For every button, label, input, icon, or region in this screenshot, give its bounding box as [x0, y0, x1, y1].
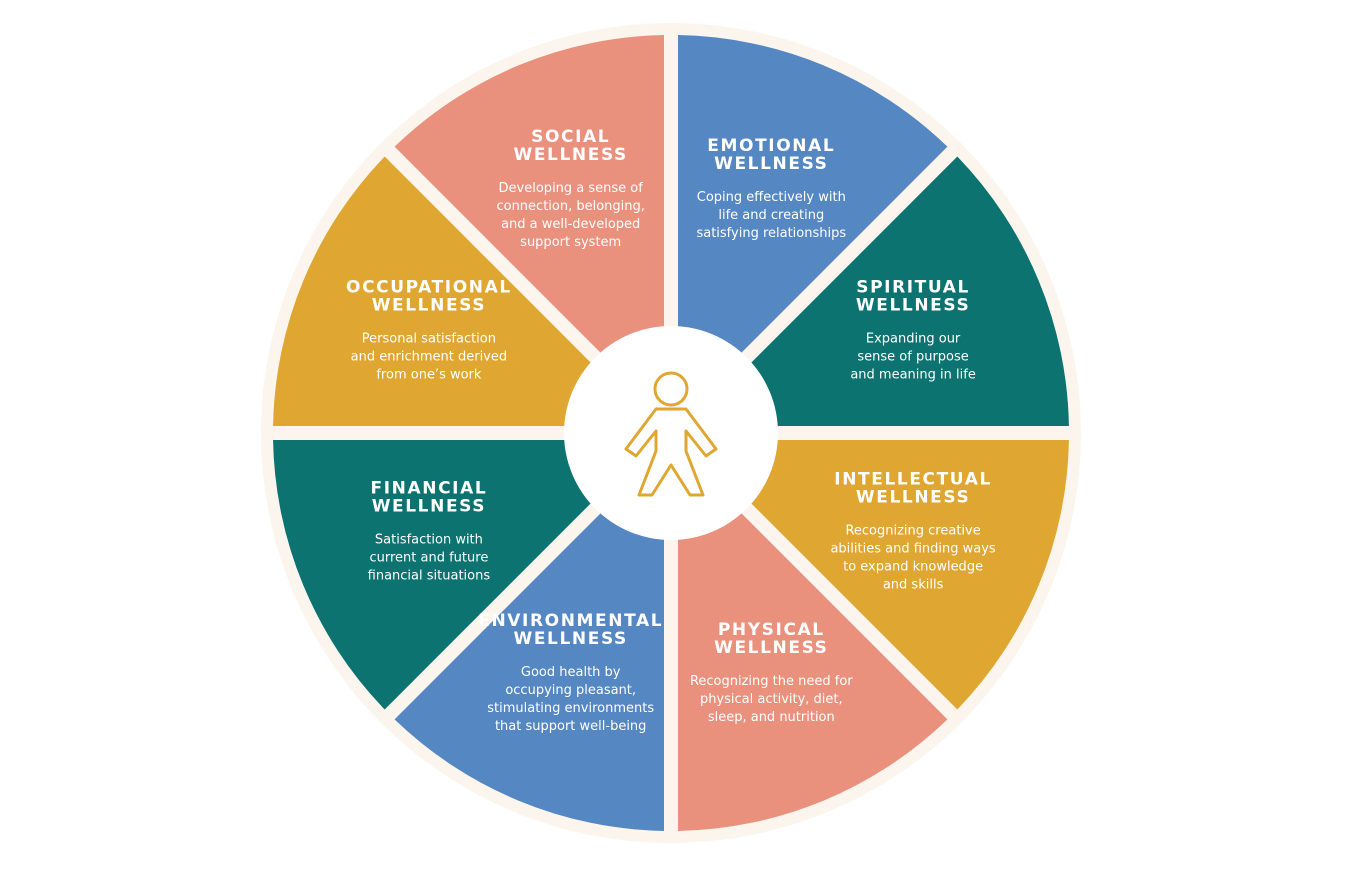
segment-environmental: [394, 449, 664, 831]
segment-intellectual: [687, 440, 1069, 710]
segment-description-environmental: that support well-being: [495, 719, 646, 734]
segment-description-financial: current and future: [369, 550, 488, 565]
segment-description-physical: Recognizing the need for: [690, 674, 853, 689]
segment-title-financial: WELLNESS: [372, 496, 486, 516]
segment-description-intellectual: to expand knowledge: [843, 559, 983, 574]
segment-description-intellectual: Recognizing creative: [845, 523, 980, 538]
segment-title-physical: WELLNESS: [714, 638, 828, 658]
person-icon: [624, 371, 718, 497]
segment-description-occupational: and enrichment derived: [351, 350, 507, 365]
segment-description-spiritual: Expanding our: [866, 332, 961, 347]
segment-description-physical: physical activity, diet,: [700, 692, 843, 707]
segment-description-social: Developing a sense of: [499, 181, 644, 196]
segment-description-social: support system: [520, 235, 621, 250]
segment-title-occupational: WELLNESS: [372, 296, 486, 316]
segment-title-intellectual: WELLNESS: [856, 487, 970, 507]
segment-social: [394, 35, 664, 417]
segment-description-financial: financial situations: [368, 568, 491, 583]
segment-description-financial: Satisfaction with: [375, 532, 483, 547]
segment-description-emotional: Coping effectively with: [697, 190, 846, 205]
segment-title-occupational: OCCUPATIONAL: [346, 278, 512, 298]
segment-description-intellectual: abilities and finding ways: [830, 541, 995, 556]
segment-description-occupational: Personal satisfaction: [362, 332, 496, 347]
segment-description-intellectual: and skills: [883, 577, 944, 592]
segment-description-emotional: life and creating: [718, 208, 824, 223]
segment-title-spiritual: SPIRITUAL: [856, 278, 970, 298]
segment-title-environmental: WELLNESS: [513, 629, 627, 649]
segment-description-environmental: stimulating environments: [487, 701, 654, 716]
segment-title-financial: FINANCIAL: [371, 478, 488, 498]
segment-description-social: and a well-developed: [501, 217, 640, 232]
segment-description-social: connection, belonging,: [496, 199, 644, 214]
segment-title-spiritual: WELLNESS: [856, 296, 970, 316]
segment-spiritual: [687, 156, 1069, 426]
segment-title-emotional: WELLNESS: [714, 154, 828, 174]
segment-description-environmental: Good health by: [521, 665, 621, 680]
segment-title-social: WELLNESS: [513, 145, 627, 165]
segment-title-physical: PHYSICAL: [718, 620, 825, 640]
segment-physical: [678, 449, 948, 831]
segment-description-spiritual: sense of purpose: [857, 350, 968, 365]
segment-description-emotional: satisfying relationships: [696, 226, 846, 241]
segment-emotional: [678, 35, 948, 417]
segment-title-environmental: ENVIRONMENTAL: [478, 611, 663, 631]
segment-financial: [273, 440, 655, 710]
segment-occupational: [273, 156, 655, 426]
center-circle: [564, 326, 778, 540]
segment-title-intellectual: INTELLECTUAL: [834, 469, 992, 489]
segment-description-physical: sleep, and nutrition: [708, 710, 835, 725]
segment-title-emotional: EMOTIONAL: [707, 136, 835, 156]
segment-title-social: SOCIAL: [531, 127, 610, 147]
segment-description-environmental: occupying pleasant,: [505, 683, 636, 698]
segment-description-spiritual: and meaning in life: [850, 368, 975, 383]
segment-description-occupational: from one’s work: [376, 368, 482, 383]
